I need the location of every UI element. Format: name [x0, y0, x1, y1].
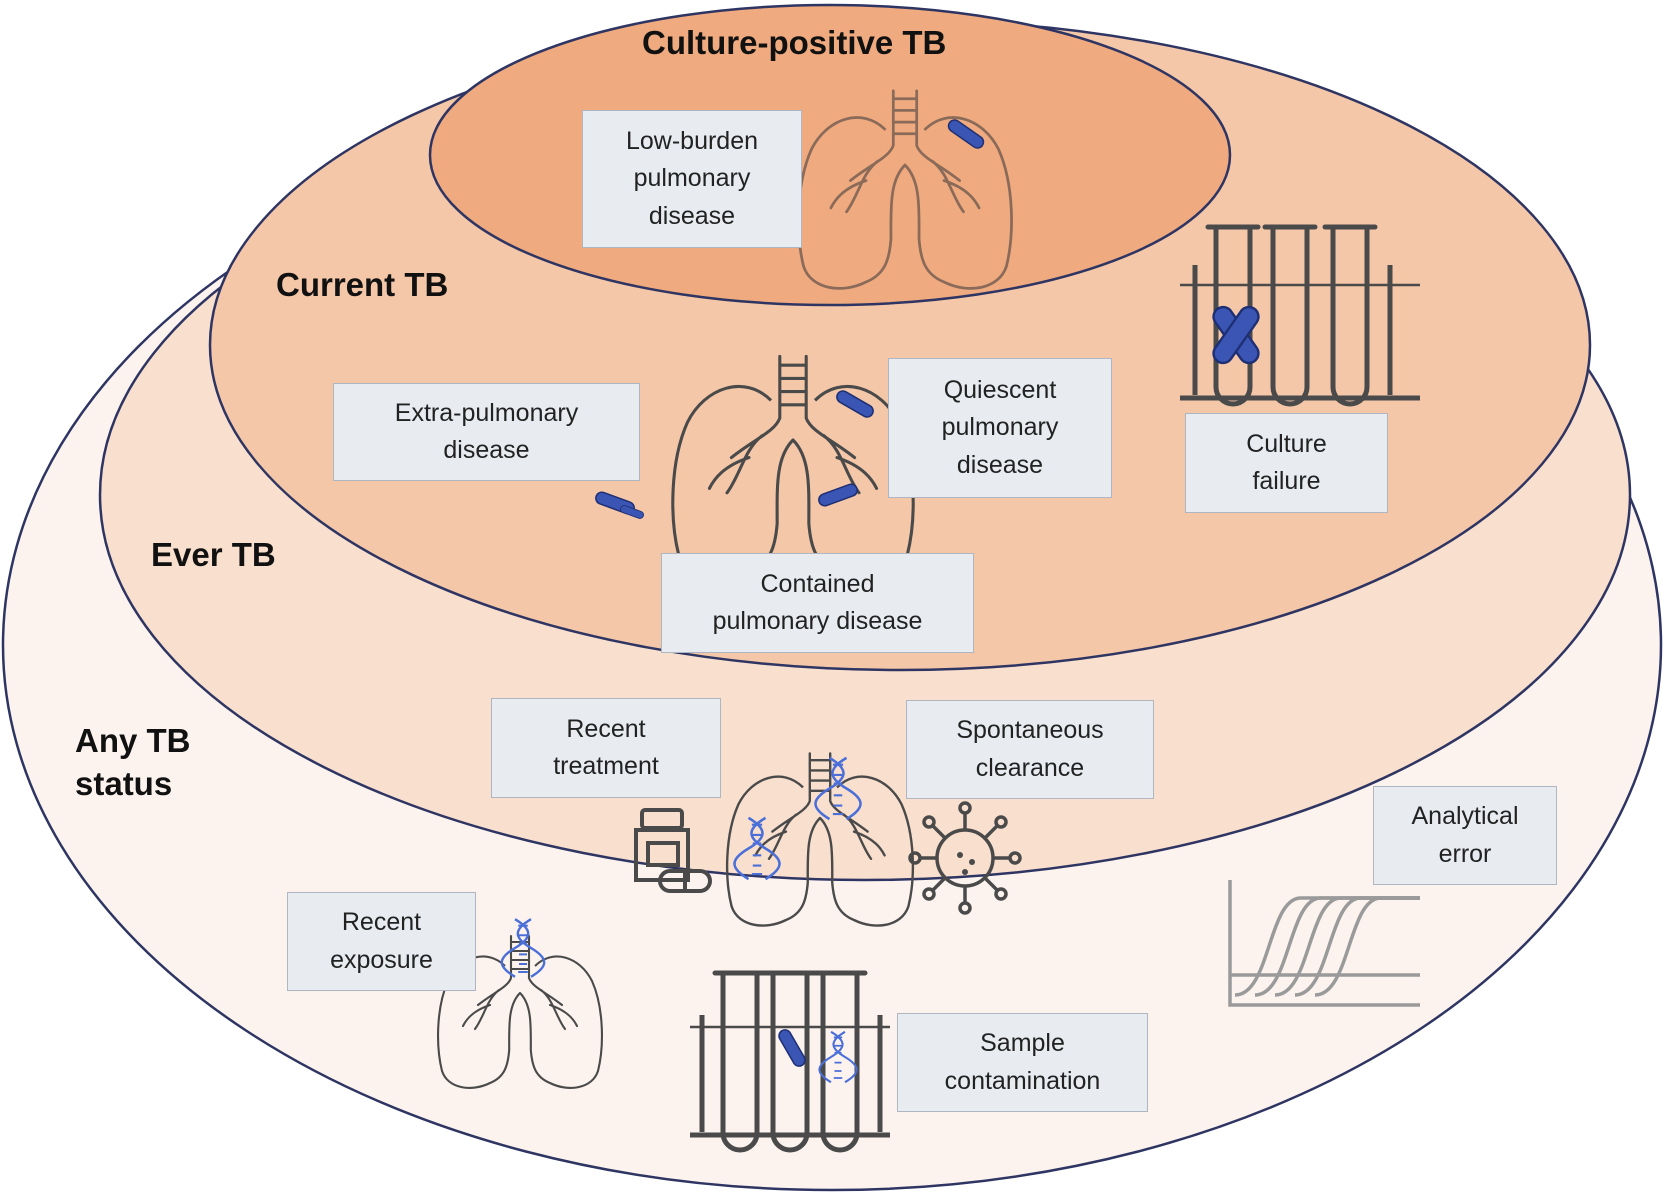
test-tube-rack-icon [690, 973, 890, 1150]
sample-contamination-box: Sample contamination [897, 1013, 1148, 1112]
amplification-curves-icon [1228, 880, 1420, 1007]
recent-exposure-box: Recent exposure [287, 892, 476, 991]
pill-bottle-icon [634, 808, 712, 893]
ever-tb-title: Ever TB [151, 536, 276, 573]
extra-pulmonary-disease-box: Extra-pulmonary disease [333, 383, 640, 481]
virus-icon [908, 801, 1022, 915]
current-tb-title: Current TB [276, 266, 449, 303]
quiescent-pulmonary-disease-box: Quiescent pulmonary disease [888, 358, 1112, 498]
culture-positive-tb-title: Culture-positive TB [642, 24, 947, 61]
low-burden-pulmonary-disease-box: Low-burden pulmonary disease [582, 110, 802, 248]
recent-treatment-box: Recent treatment [491, 698, 721, 798]
culture-failure-box: Culture failure [1185, 413, 1388, 513]
any-tb-status-title: Any TB status [75, 722, 191, 802]
analytical-error-box: Analytical error [1373, 786, 1557, 885]
test-tube-rack-icon [1180, 227, 1420, 404]
spontaneous-clearance-box: Spontaneous clearance [906, 700, 1154, 799]
contained-pulmonary-disease-box: Contained pulmonary disease [661, 553, 974, 653]
